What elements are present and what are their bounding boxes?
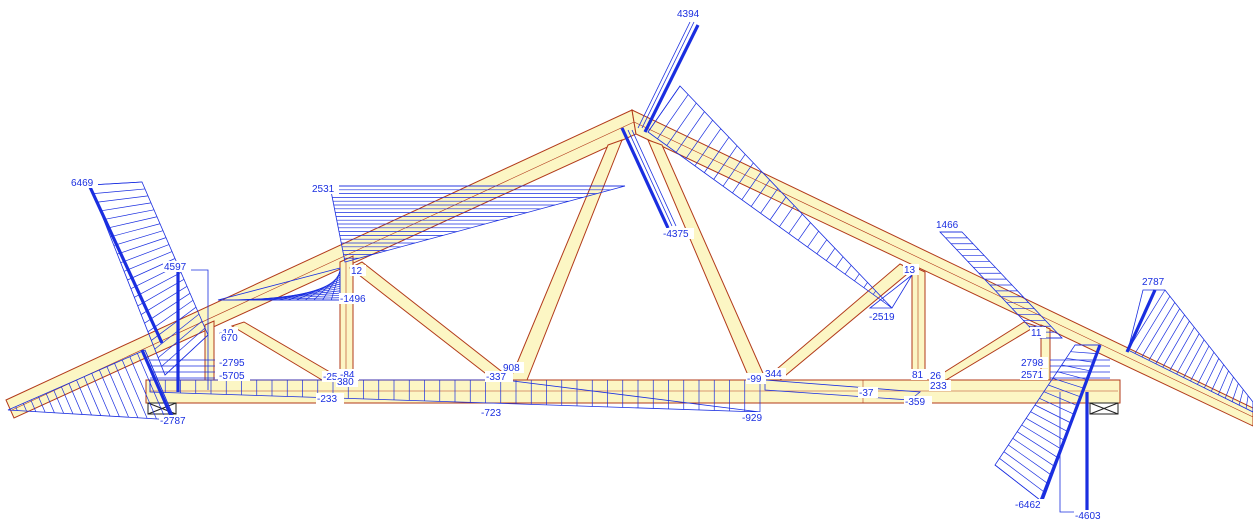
left-overhang-axial-bar <box>140 349 174 419</box>
label-2787-top: 2787 <box>1141 276 1169 288</box>
right-overhang-axial-bar <box>1125 289 1157 353</box>
bottom-chord <box>145 379 1121 404</box>
svg-text:-1496: -1496 <box>340 294 366 305</box>
svg-text:4597: 4597 <box>164 262 187 273</box>
svg-text:-4375: -4375 <box>663 229 689 240</box>
svg-text:2531: 2531 <box>312 184 335 195</box>
svg-text:-25: -25 <box>323 372 338 383</box>
label-6469: 6469 <box>70 177 98 189</box>
svg-text:-99: -99 <box>747 374 762 385</box>
right-support <box>1089 402 1119 415</box>
label-359: -359 <box>904 396 932 408</box>
svg-text:26: 26 <box>930 371 942 382</box>
label-12: 12 <box>350 265 366 277</box>
label-13: 13 <box>903 264 919 276</box>
apex-axial-bar <box>643 24 700 133</box>
label-337: -337 <box>485 371 513 383</box>
value-labels: 4394 6469 2531 -4375 1466 2787 4597 12 -… <box>70 8 1169 521</box>
svg-text:-5705: -5705 <box>219 371 245 382</box>
svg-text:670: 670 <box>221 333 238 344</box>
svg-text:908: 908 <box>503 363 520 374</box>
svg-text:-4603: -4603 <box>1075 511 1101 521</box>
svg-text:-723: -723 <box>481 408 501 419</box>
label-4603: -4603 <box>1074 510 1106 521</box>
right-overhang-diagram <box>1127 289 1253 413</box>
label-4597: 4597 <box>163 261 191 273</box>
label-6462: -6462 <box>1014 499 1046 511</box>
center-left-web <box>509 139 623 381</box>
label-908: 908 <box>502 362 524 374</box>
svg-text:-2519: -2519 <box>869 312 895 323</box>
svg-text:233: 233 <box>930 381 947 392</box>
svg-text:13: 13 <box>904 265 916 276</box>
label-1496: -1496 <box>339 293 371 305</box>
hatch-lines <box>15 85 1253 501</box>
supports <box>147 402 1119 415</box>
label-2571: 2571 <box>1020 369 1048 381</box>
svg-text:-233: -233 <box>317 394 337 405</box>
label-380: 380 <box>336 377 358 388</box>
left-rafter-axial-bar <box>88 186 164 344</box>
left-diagonal-web <box>349 261 512 381</box>
right-web-diagram <box>868 274 913 309</box>
svg-text:-929: -929 <box>742 413 762 424</box>
svg-text:-359: -359 <box>905 397 925 408</box>
label-723: -723 <box>480 407 508 419</box>
svg-text:6469: 6469 <box>71 178 94 189</box>
label-2798: 2798 <box>1020 357 1048 369</box>
left-end-bars <box>150 359 215 379</box>
label-4375: -4375 <box>662 228 694 240</box>
svg-text:344: 344 <box>765 369 782 380</box>
label-344: 344 <box>764 368 786 380</box>
svg-text:-2795: -2795 <box>219 358 245 369</box>
label-670: 670 <box>220 333 242 344</box>
svg-text:2798: 2798 <box>1021 358 1044 369</box>
left-top-chord-centerline <box>11 121 635 411</box>
svg-text:2571: 2571 <box>1021 370 1044 381</box>
label-25: -25 <box>322 371 342 383</box>
svg-text:-6462: -6462 <box>1015 500 1041 511</box>
svg-text:2787: 2787 <box>1142 277 1165 288</box>
label-4394: 4394 <box>676 8 704 20</box>
label-26: 26 <box>929 370 945 382</box>
label-81: 81 <box>911 369 927 381</box>
label-929: -929 <box>741 412 769 424</box>
right-support-axial-bar <box>1040 344 1102 501</box>
label-5705: -5705 <box>218 370 250 382</box>
center-left-web-axial-bar <box>620 127 670 229</box>
svg-text:1466: 1466 <box>936 220 959 231</box>
truss-members <box>5 109 1253 427</box>
label-84: -84 <box>339 369 359 381</box>
label-2795: -2795 <box>218 357 250 369</box>
label-233-top: 233 <box>929 380 951 392</box>
svg-text:-337: -337 <box>486 372 506 383</box>
svg-text:-37: -37 <box>859 388 874 399</box>
label-1466: 1466 <box>935 219 963 231</box>
label-2787-bottom: -2787 <box>159 415 191 427</box>
svg-text:-84: -84 <box>340 370 355 381</box>
svg-text:4394: 4394 <box>677 9 700 20</box>
label-2519: -2519 <box>868 311 900 323</box>
label-37: -37 <box>858 387 878 399</box>
svg-text:11: 11 <box>1031 328 1042 339</box>
svg-text:81: 81 <box>912 370 924 381</box>
svg-text:380: 380 <box>337 377 354 388</box>
label-11: 11 <box>1030 327 1046 339</box>
label-99: -99 <box>746 373 766 385</box>
svg-text:-2787: -2787 <box>160 416 186 427</box>
label-2531: 2531 <box>311 183 339 195</box>
right-top-chord-centerline <box>633 121 1253 418</box>
left-end-vertical-web <box>204 320 215 381</box>
svg-text:12: 12 <box>351 266 363 277</box>
right-vertical-web <box>911 265 926 381</box>
label-233-bottom: -233 <box>316 393 344 405</box>
